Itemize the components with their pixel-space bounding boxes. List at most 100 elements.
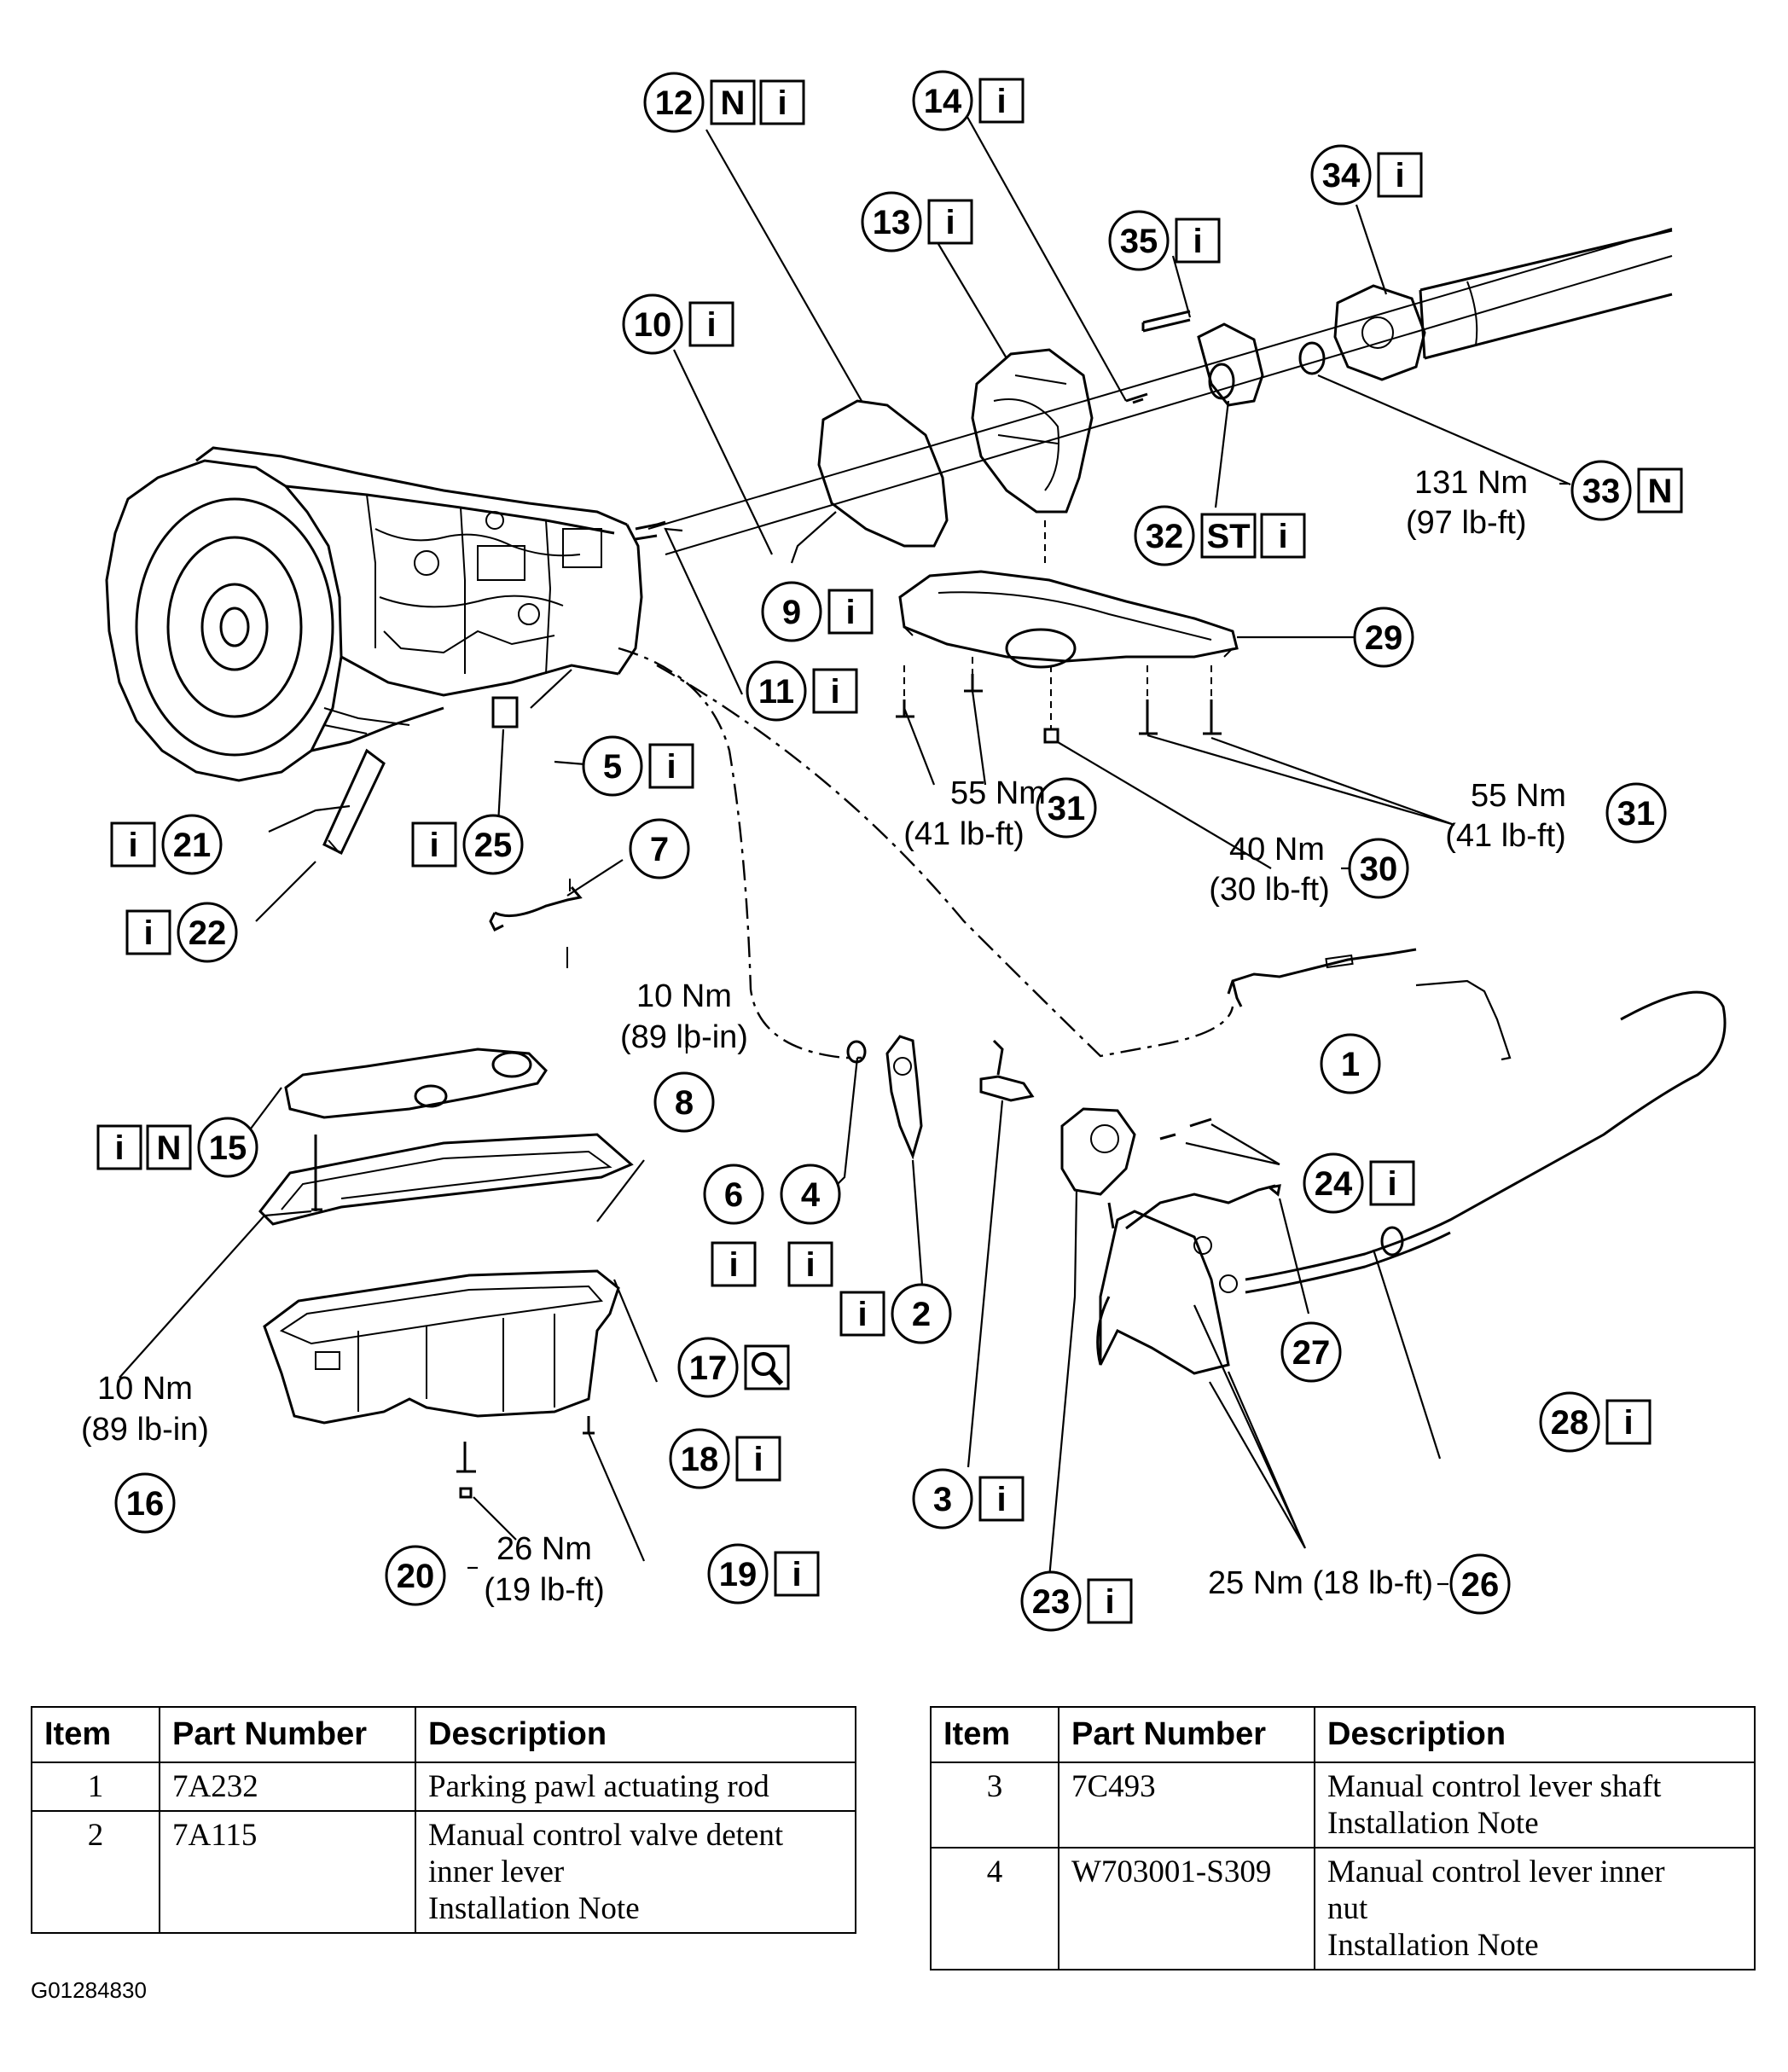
callout-16: 16 [114, 1472, 176, 1534]
table-header-row: Item Part Number Description [31, 1706, 856, 1763]
svg-text:i: i [996, 1481, 1006, 1518]
callout-25: 25 i [411, 814, 524, 875]
svg-text:i: i [996, 83, 1006, 120]
badge-i: i [774, 1551, 820, 1597]
extension-housing-gasket [817, 399, 949, 548]
cell-description: Manual control valve detent inner lever … [415, 1810, 856, 1934]
figure-id: G01284830 [31, 1977, 147, 2003]
output-flange [1197, 322, 1264, 407]
torque-16-line1: 10 Nm [97, 1371, 193, 1407]
callout-number: 30 [1360, 850, 1398, 888]
table-row: 1 7A232 Parking pawl actuating rod [31, 1761, 856, 1812]
torque-8-line1: 10 Nm [636, 978, 732, 1014]
callout-20: 20 [385, 1545, 446, 1606]
callout-number: 16 [126, 1485, 165, 1523]
svg-text:N: N [721, 84, 746, 122]
torque-26: 25 Nm (18 lb-ft) [1208, 1565, 1433, 1601]
callout-29: 29 [1353, 607, 1414, 668]
table-row: 3 7C493 Manual control lever shaft Insta… [930, 1761, 1756, 1849]
cell-item: 3 [930, 1761, 1059, 1849]
svg-text:i: i [777, 84, 787, 122]
torque-20-line2: (19 lb-ft) [484, 1572, 604, 1608]
callout-number: 13 [873, 204, 911, 241]
shift-cable [1245, 990, 1727, 1281]
flange-bolt [1141, 310, 1191, 333]
callout-number: 15 [209, 1129, 247, 1167]
cell-part-number: 7C493 [1058, 1761, 1315, 1849]
callout-number: 1 [1341, 1046, 1360, 1083]
callout-4: 4i [780, 1164, 841, 1287]
badge-i: i [1260, 513, 1306, 559]
callout-number: 35 [1120, 223, 1158, 260]
badge-i: i [1377, 152, 1423, 198]
svg-text:i: i [845, 594, 855, 631]
callout-number: 24 [1315, 1165, 1353, 1203]
svg-text:i: i [857, 1296, 867, 1333]
torque-33-line1: 131 Nm [1414, 465, 1528, 501]
callout-8: 8 [653, 1071, 715, 1133]
callout-number: 3 [933, 1481, 952, 1518]
cell-item: 2 [31, 1810, 160, 1934]
callout-number: 9 [782, 594, 801, 631]
callout-7: 7 [629, 818, 690, 879]
callout-6: 6i [703, 1164, 764, 1287]
svg-text:i: i [429, 827, 438, 864]
torque-20-line1: 26 Nm [496, 1531, 592, 1567]
svg-text:i: i [753, 1441, 763, 1478]
callout-number: 11 [758, 673, 794, 711]
badge-n: N [146, 1124, 192, 1170]
callout-17: 17 [677, 1337, 790, 1398]
cell-item: 1 [31, 1761, 160, 1812]
callout-24: 24 i [1303, 1152, 1415, 1214]
manual-lever-shaft [979, 1075, 1035, 1102]
callout-number: 23 [1032, 1583, 1071, 1621]
svg-text:i: i [114, 1129, 124, 1167]
callout-23: 23 i [1020, 1570, 1133, 1632]
cell-part-number: W703001-S309 [1058, 1847, 1315, 1970]
callout-number: 21 [173, 827, 212, 864]
callout-34: 34 i [1310, 144, 1423, 206]
callout-number: 25 [474, 827, 513, 864]
badge-i: i [787, 1241, 833, 1287]
badge-i: i [688, 301, 734, 347]
badge-n: N [1637, 467, 1683, 514]
cell-description: Parking pawl actuating rod [415, 1761, 856, 1812]
badge-st: ST [1200, 513, 1257, 559]
torque-31a-line2: (41 lb-ft) [903, 816, 1024, 852]
callout-2: 2i [839, 1283, 952, 1344]
bracket [489, 886, 583, 932]
badge-i: i [1605, 1399, 1652, 1445]
svg-text:i: i [1105, 1583, 1114, 1621]
svg-text:i: i [830, 673, 839, 711]
callout-number: 31 [1048, 790, 1086, 827]
badge-i: i [1369, 1160, 1415, 1206]
badge-i: i [96, 1124, 142, 1170]
transmission-filter [284, 1048, 548, 1119]
callout-number: 7 [650, 831, 669, 868]
callout-22: 22i [125, 902, 238, 963]
torque-16-line2: (89 lb-in) [81, 1412, 209, 1448]
badge-i: i [735, 1436, 781, 1482]
badge-i: i [827, 589, 874, 635]
callout-31: 31 [1036, 777, 1097, 839]
callout-number: 26 [1461, 1566, 1500, 1604]
magnifier-icon [744, 1344, 790, 1390]
callout-1: 1 [1320, 1033, 1381, 1094]
svg-text:N: N [1648, 473, 1673, 510]
torque-31b-line1: 55 Nm [1471, 778, 1566, 814]
callout-number: 27 [1292, 1334, 1331, 1372]
cell-item: 4 [930, 1847, 1059, 1970]
svg-text:i: i [805, 1246, 815, 1284]
badge-i: i [411, 821, 457, 868]
callout-number: 17 [689, 1349, 728, 1387]
transmission-case [105, 446, 666, 856]
callout-number: 20 [397, 1558, 435, 1595]
callout-number: 34 [1322, 157, 1361, 194]
header-item: Item [930, 1706, 1059, 1763]
cell-description: Manual control lever shaft Installation … [1314, 1761, 1756, 1849]
badge-i: i [125, 909, 171, 955]
